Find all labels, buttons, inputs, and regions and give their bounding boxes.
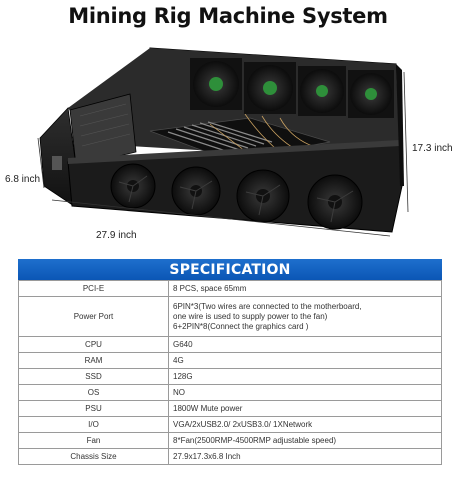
table-row: Chassis Size 27.9x17.3x6.8 Inch [18, 448, 442, 465]
spec-key: I/O [18, 416, 169, 433]
fan-icon [118, 175, 354, 223]
spec-key: PSU [18, 400, 169, 417]
spec-value-line: 6PIN*3(Two wires are connected to the mo… [173, 301, 362, 311]
spec-value: 4G [168, 352, 442, 369]
spec-value-line: NO [173, 387, 185, 397]
table-row: PSU 1800W Mute power [18, 400, 442, 417]
dimension-height-label: 17.3 inch [412, 143, 453, 154]
spec-key: CPU [18, 336, 169, 353]
spec-value: 6PIN*3(Two wires are connected to the mo… [168, 296, 442, 337]
spec-value: NO [168, 384, 442, 401]
table-row: CPU G640 [18, 336, 442, 353]
spec-key: Power Port [18, 296, 169, 337]
power-switch [52, 156, 62, 170]
spec-key: Chassis Size [18, 448, 169, 465]
spec-value: 128G [168, 368, 442, 385]
table-row: I/O VGA/2xUSB2.0/ 2xUSB3.0/ 1XNetwork [18, 416, 442, 433]
spec-key: SSD [18, 368, 169, 385]
product-image [0, 36, 456, 256]
specification-banner: SPECIFICATION [18, 259, 442, 280]
spec-value-line: 8*Fan(2500RMP-4500RMP adjustable speed) [173, 435, 337, 445]
specification-heading: SPECIFICATION [169, 261, 291, 278]
spec-value-line: VGA/2xUSB2.0/ 2xUSB3.0/ 1XNetwork [173, 419, 313, 429]
table-row: RAM 4G [18, 352, 442, 369]
spec-key: RAM [18, 352, 169, 369]
table-row: OS NO [18, 384, 442, 401]
spec-value: 27.9x17.3x6.8 Inch [168, 448, 442, 465]
spec-value-line: 8 PCS, space 65mm [173, 283, 247, 293]
spec-key: Fan [18, 432, 169, 449]
spec-value: 8 PCS, space 65mm [168, 280, 442, 297]
rear-fans [190, 58, 394, 118]
spec-value: 8*Fan(2500RMP-4500RMP adjustable speed) [168, 432, 442, 449]
spec-value-line: 1800W Mute power [173, 403, 243, 413]
spec-value-line: 27.9x17.3x6.8 Inch [173, 451, 241, 461]
table-row: Fan 8*Fan(2500RMP-4500RMP adjustable spee… [18, 432, 442, 449]
table-row: SSD 128G [18, 368, 442, 385]
dimension-depth-label: 6.8 inch [5, 174, 41, 185]
spec-value-line: one wire is used to supply power to the … [173, 311, 328, 321]
spec-value-line: G640 [173, 339, 193, 349]
table-row: PCI-E 8 PCS, space 65mm [18, 280, 442, 297]
spec-value-line: 6+2PIN*8(Connect the graphics card ) [173, 321, 309, 331]
table-row: Power Port 6PIN*3(Two wires are connected… [18, 296, 442, 337]
spec-value: VGA/2xUSB2.0/ 2xUSB3.0/ 1XNetwork [168, 416, 442, 433]
spec-value: 1800W Mute power [168, 400, 442, 417]
dimension-width-label: 27.9 inch [96, 230, 137, 241]
mining-rig-chassis-illustration [37, 47, 409, 237]
spec-value-line: 128G [173, 371, 193, 381]
spec-value: G640 [168, 336, 442, 353]
dimension-arrow-icon [37, 71, 409, 237]
spec-key: OS [18, 384, 169, 401]
spec-key: PCI-E [18, 280, 169, 297]
psu-icon [69, 93, 137, 167]
front-rim [68, 140, 400, 164]
spec-value-line: 4G [173, 355, 184, 365]
page-title: Mining Rig Machine System [68, 4, 388, 28]
